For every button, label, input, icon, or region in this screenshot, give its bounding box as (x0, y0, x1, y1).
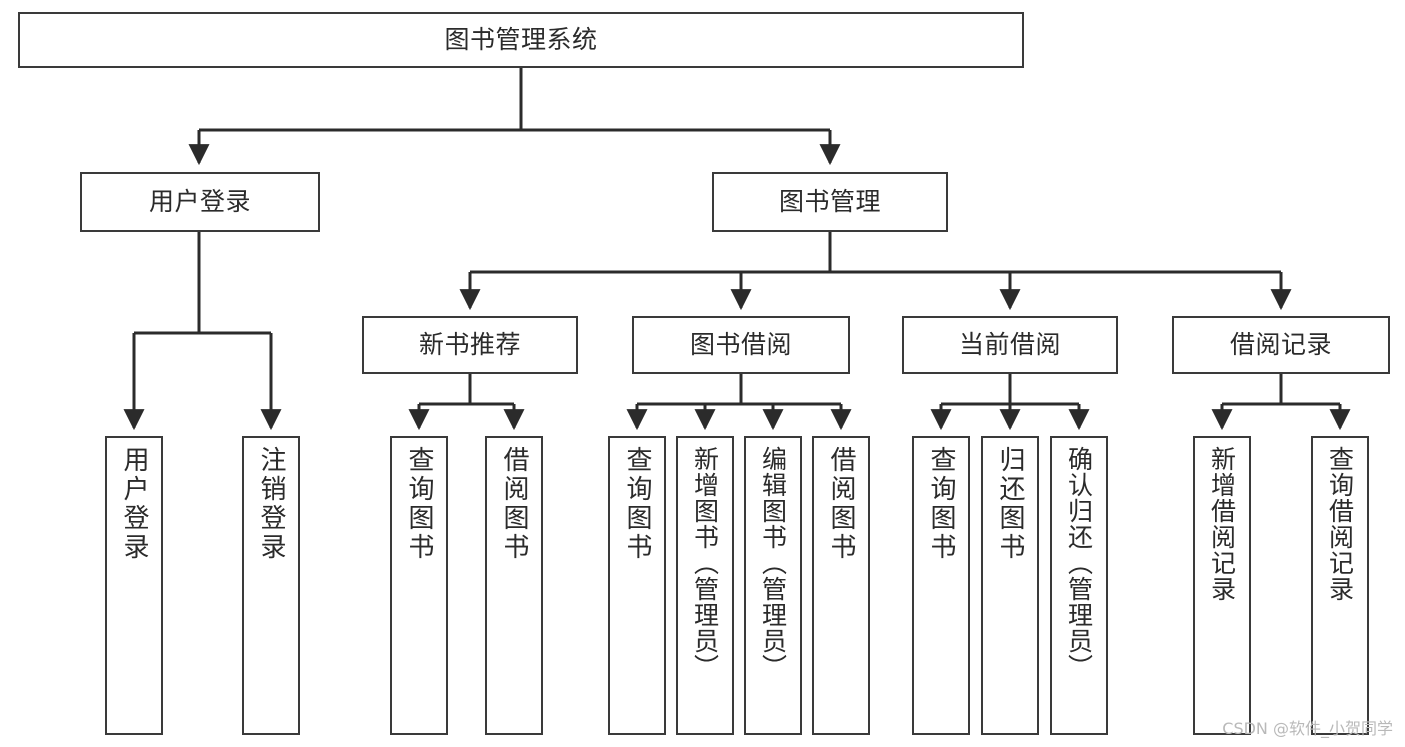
node-label: 借阅图书 (499, 446, 529, 562)
node-label: 当前借阅 (958, 330, 1061, 359)
leaf-user-login-login[interactable]: 用户登录 (105, 436, 163, 735)
node-borrow-records[interactable]: 借阅记录 (1172, 316, 1390, 374)
node-label: 图书借阅 (689, 330, 792, 359)
leaf-records-add-record[interactable]: 新增借阅记录 (1193, 436, 1251, 735)
leaf-recommend-query-book[interactable]: 查询图书 (390, 436, 448, 735)
node-user-login[interactable]: 用户登录 (80, 172, 320, 232)
node-label: 新书推荐 (418, 330, 521, 359)
node-label: 图书管理 (778, 187, 881, 216)
node-current-borrow[interactable]: 当前借阅 (902, 316, 1118, 374)
node-label: 用户登录 (148, 187, 251, 216)
leaf-records-query-record[interactable]: 查询借阅记录 (1311, 436, 1369, 735)
node-label: 查询图书 (622, 446, 652, 562)
node-label: 查询图书 (926, 446, 956, 562)
node-label: 查询图书 (404, 446, 434, 562)
node-label: 图书管理系统 (444, 25, 598, 54)
node-label: 查询借阅记录 (1325, 446, 1355, 602)
node-book-management[interactable]: 图书管理 (712, 172, 948, 232)
node-label: 归还图书 (995, 446, 1025, 562)
leaf-borrow-borrow-book[interactable]: 借阅图书 (812, 436, 870, 735)
leaf-current-confirm-return-admin[interactable]: 确认归还（管理员） (1050, 436, 1108, 735)
watermark-csdn: CSDN @软件_小贺同学 (1222, 719, 1393, 738)
node-label: 编辑图书（管理员） (758, 446, 788, 680)
leaf-borrow-add-book-admin[interactable]: 新增图书（管理员） (676, 436, 734, 735)
node-label: 确认归还（管理员） (1064, 446, 1094, 680)
node-label: 用户登录 (119, 446, 149, 562)
leaf-current-return-book[interactable]: 归还图书 (981, 436, 1039, 735)
node-label: 注销登录 (256, 446, 286, 562)
leaf-current-query-book[interactable]: 查询图书 (912, 436, 970, 735)
node-label: 新增图书（管理员） (690, 446, 720, 680)
node-label: 借阅图书 (826, 446, 856, 562)
leaf-user-login-logout[interactable]: 注销登录 (242, 436, 300, 735)
node-label: 新增借阅记录 (1207, 446, 1237, 602)
leaf-borrow-edit-book-admin[interactable]: 编辑图书（管理员） (744, 436, 802, 735)
leaf-borrow-query-book[interactable]: 查询图书 (608, 436, 666, 735)
node-new-book-recommend[interactable]: 新书推荐 (362, 316, 578, 374)
node-root-system[interactable]: 图书管理系统 (18, 12, 1024, 68)
leaf-recommend-borrow-book[interactable]: 借阅图书 (485, 436, 543, 735)
node-book-borrow[interactable]: 图书借阅 (632, 316, 850, 374)
node-label: 借阅记录 (1229, 330, 1332, 359)
